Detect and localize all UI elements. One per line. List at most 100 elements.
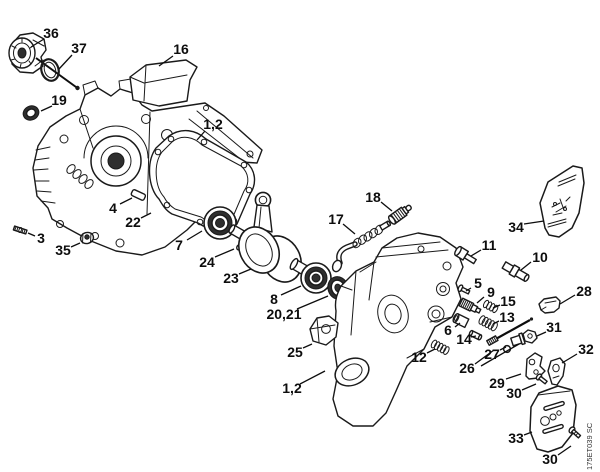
part-label-6: 6	[444, 322, 452, 338]
handle-plate-34-drawing	[539, 165, 585, 238]
pin-14-drawing	[468, 329, 483, 341]
leader-line-14	[470, 335, 477, 338]
leader-line-22	[140, 212, 152, 219]
part-label-22: 22	[125, 214, 141, 230]
gasket-drawing	[148, 129, 256, 231]
chain-catcher-drawing	[309, 315, 339, 346]
part-label-16: 16	[173, 41, 189, 57]
leader-line-27	[499, 346, 507, 351]
leader-line-17	[342, 223, 356, 235]
part-label-20-21: 20,21	[266, 306, 301, 322]
leader-line-5	[465, 287, 472, 292]
pump-pin-oring-drawing	[35, 57, 80, 91]
part-label-32: 32	[578, 341, 594, 357]
leader-line-3	[27, 232, 36, 237]
leader-line-24	[214, 248, 235, 258]
bushing-31-drawing	[522, 329, 538, 344]
part-label-1-2-left: 1,2	[203, 116, 223, 132]
leader-line-12	[426, 348, 436, 354]
part-label-23: 23	[223, 270, 239, 286]
crankcase-half-left-drawing	[32, 78, 263, 256]
leader-line-30-lower	[557, 445, 572, 456]
leader-line-23	[238, 268, 252, 275]
leader-line-28	[559, 294, 576, 305]
part-label-19: 19	[51, 92, 67, 108]
part-label-11: 11	[482, 237, 497, 253]
cover-plate-drawing	[129, 59, 198, 107]
leader-line-8	[280, 285, 302, 296]
crankcase-half-right-drawing	[332, 232, 464, 427]
leader-line-1-2-left	[196, 130, 206, 141]
leader-line-35	[70, 242, 81, 248]
part-label-26: 26	[459, 360, 475, 376]
part-label-28: 28	[576, 283, 592, 299]
spring-12-drawing	[430, 339, 450, 355]
part-label-27: 27	[484, 346, 500, 362]
callout-leaders	[27, 38, 578, 456]
part-label-25: 25	[287, 344, 303, 360]
part-label-34: 34	[508, 219, 524, 235]
cover-32-drawing	[547, 357, 566, 386]
internal-spring-detail	[66, 164, 94, 189]
part-label-3: 3	[37, 230, 45, 246]
leader-line-19	[40, 105, 53, 112]
small-screw-drawing	[457, 284, 471, 295]
spring-13-drawing	[478, 315, 498, 332]
part-label-30-upper: 30	[506, 385, 522, 401]
stud-screw-drawing	[12, 225, 28, 235]
leader-line-20-21	[296, 295, 329, 310]
leader-line-31	[536, 331, 547, 337]
part-label-12: 12	[411, 349, 427, 365]
part-label-37: 37	[71, 40, 87, 56]
bearing-left-drawing	[203, 206, 237, 240]
leader-line-34	[523, 220, 545, 225]
bearing-right-drawing	[300, 262, 332, 294]
worm-drive-drawing	[331, 220, 392, 273]
bracket-29-drawing	[525, 352, 546, 380]
part-label-15: 15	[500, 293, 516, 309]
leader-line-11	[470, 249, 482, 257]
part-label-9: 9	[487, 284, 495, 300]
part-label-1-2-right: 1,2	[282, 380, 302, 396]
sleeve-drawing	[452, 313, 470, 329]
nut-drawing	[79, 231, 95, 245]
leader-line-18	[380, 201, 393, 212]
part-label-13: 13	[499, 309, 515, 325]
part-label-30-lower: 30	[542, 451, 558, 467]
leader-line-32	[561, 353, 578, 364]
worm-plug-drawing	[387, 204, 412, 225]
leader-line-1-2-right	[299, 370, 326, 385]
part-label-18: 18	[365, 189, 381, 205]
plug-seal-drawing	[22, 105, 40, 121]
leader-line-25	[302, 343, 313, 349]
collar-pin-drawing	[501, 261, 530, 282]
cap-screw-drawing	[454, 245, 477, 265]
screw-30-lower-drawing	[568, 426, 582, 439]
figure-code: 175ET039 SC	[585, 422, 594, 470]
retainer-clip-drawing	[538, 296, 561, 314]
leader-line-16	[158, 55, 174, 67]
part-label-17: 17	[328, 211, 344, 227]
part-label-35: 35	[55, 242, 71, 258]
pickup-rod-drawing	[486, 317, 534, 346]
leader-line-13	[492, 320, 500, 325]
part-label-29: 29	[489, 375, 505, 391]
screw-30-upper-drawing	[535, 373, 548, 385]
leader-line-26	[474, 349, 495, 365]
leader-line-6	[454, 322, 461, 328]
crankshaft-drawing	[228, 191, 339, 292]
part-label-5: 5	[474, 275, 482, 291]
part-label-33: 33	[508, 430, 524, 446]
part-label-31: 31	[546, 319, 562, 335]
leader-line-10	[520, 261, 532, 271]
part-label-8: 8	[270, 291, 278, 307]
leader-line-4	[119, 197, 133, 205]
leader-line-7	[186, 230, 203, 241]
leader-line-36	[30, 38, 45, 48]
leader-line-26	[480, 343, 520, 367]
leader-line-37	[58, 54, 73, 70]
leader-line-9	[476, 296, 485, 304]
